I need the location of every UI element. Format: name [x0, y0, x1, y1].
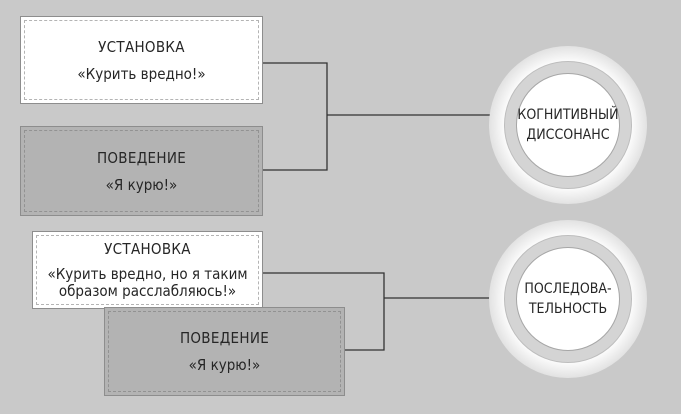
attitude-text: «Курить вредно!»: [77, 64, 206, 83]
behavior-box-bottom: ПОВЕДЕНИЕ «Я курю!»: [104, 307, 345, 396]
circle-label-line1: КОГНИТИВНЫЙ: [517, 107, 619, 123]
bottom-connector: [263, 272, 385, 351]
top-connector: [263, 62, 328, 171]
circle-label-line2: ДИССОНАНС: [526, 127, 610, 143]
attitude-text-line1: «Курить вредно, но я таким: [47, 265, 248, 283]
attitude-box-top: УСТАНОВКА «Курить вредно!»: [20, 16, 263, 104]
attitude-box-bottom: УСТАНОВКА «Курить вредно, но я таким обр…: [32, 231, 263, 309]
behavior-heading: ПОВЕДЕНИЕ: [179, 329, 270, 347]
attitude-heading: УСТАНОВКА: [98, 37, 185, 56]
circle-label-line1: ПОСЛЕДОВА-: [524, 281, 612, 297]
behavior-heading: ПОВЕДЕНИЕ: [96, 148, 187, 167]
behavior-box-top: ПОВЕДЕНИЕ «Я курю!»: [20, 126, 263, 216]
behavior-text: «Я курю!»: [105, 175, 178, 194]
behavior-text: «Я курю!»: [188, 356, 261, 374]
attitude-text-line2: образом расслабляюсь!»: [58, 282, 237, 300]
consistency-circle: ПОСЛЕДОВА- ТЕЛЬНОСТЬ: [516, 247, 620, 351]
circle-label-line2: ТЕЛЬНОСТЬ: [528, 301, 608, 317]
cognitive-dissonance-circle: КОГНИТИВНЫЙ ДИССОНАНС: [516, 73, 620, 177]
attitude-heading: УСТАНОВКА: [104, 240, 191, 258]
